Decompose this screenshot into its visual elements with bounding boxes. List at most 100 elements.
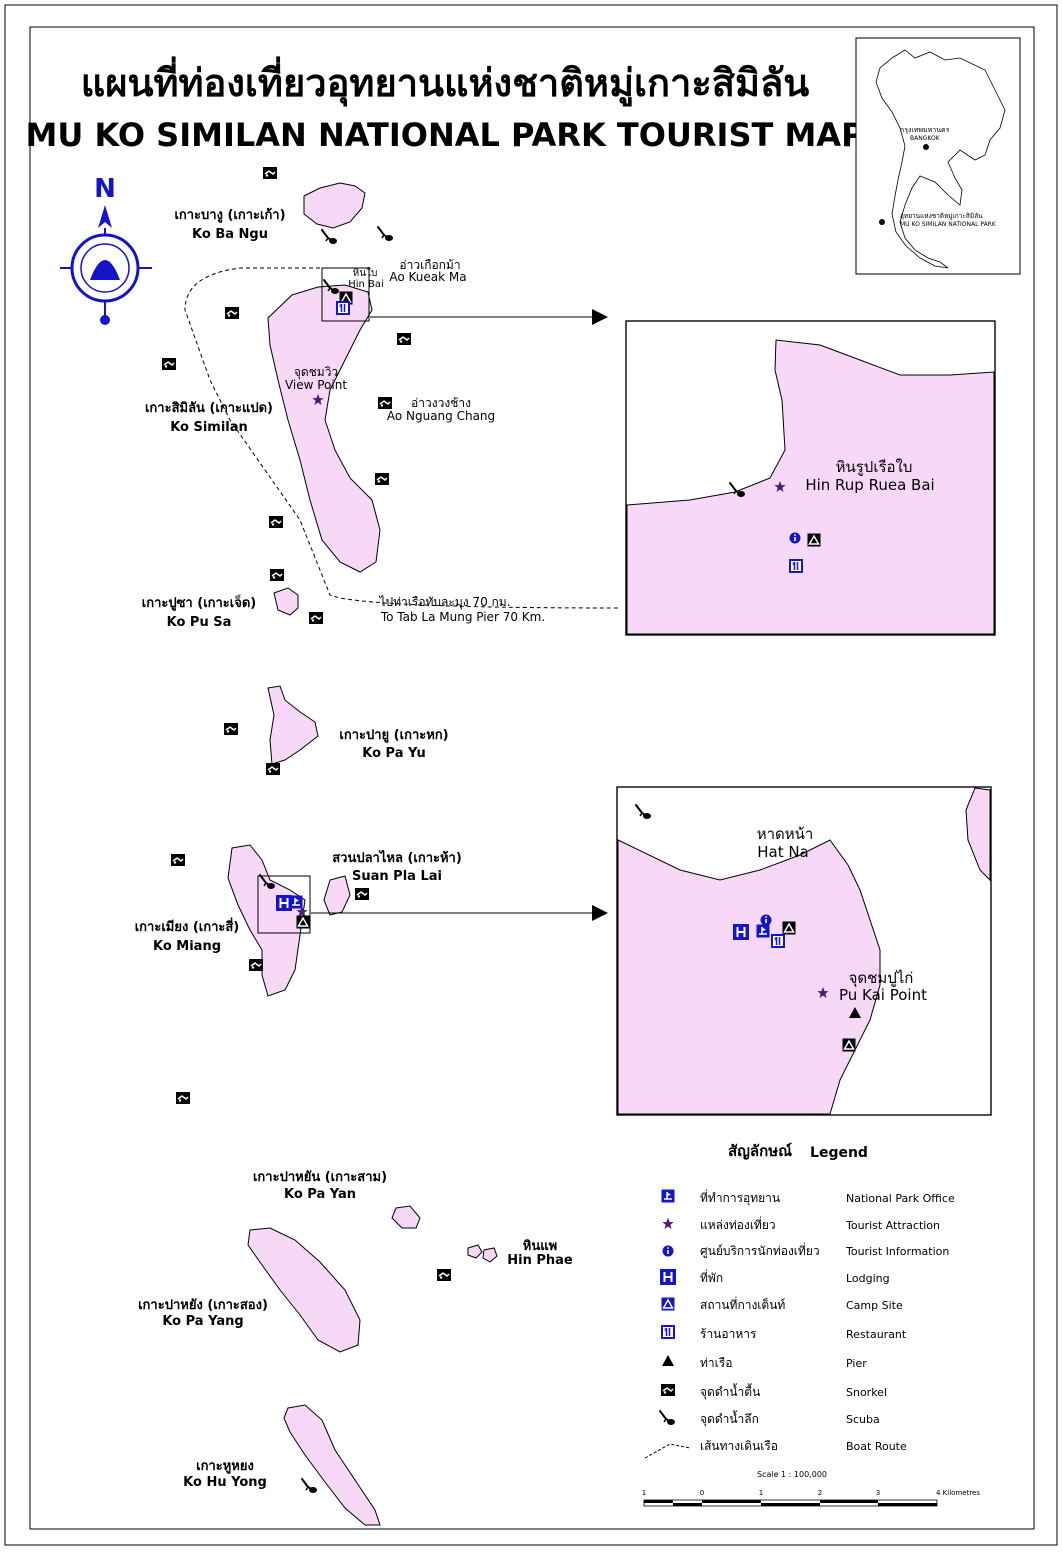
snorkel-icon [224, 306, 240, 320]
svg-text:อ่าวเกือกม้า: อ่าวเกือกม้า [399, 258, 460, 272]
svg-text:Snorkel: Snorkel [846, 1386, 887, 1399]
svg-text:แหล่งท่องเที่ยว: แหล่งท่องเที่ยว [700, 1216, 776, 1232]
island-ko-hu-yong [283, 1404, 381, 1526]
pier-icon [662, 1355, 674, 1366]
svg-text:หินแพ: หินแพ [523, 1239, 557, 1254]
lodging-icon [732, 923, 750, 941]
svg-text:Ko Hu Yong: Ko Hu Yong [183, 1475, 267, 1490]
thailand-outline [875, 49, 1006, 269]
place-labels: อ่าวเกือกม้า Ao Kueak Ma หินใบ Hin Bai จ… [285, 258, 935, 1004]
park-office-icon [660, 1188, 676, 1204]
svg-text:Lodging: Lodging [846, 1272, 890, 1285]
locator-map: กรุงเทพมหานคร BANGKOK อุทยานแห่งชาติหมู่… [855, 37, 1021, 275]
locator-bangkok-thai: กรุงเทพมหานคร [900, 126, 950, 134]
restaurant-icon [788, 558, 804, 574]
svg-text:3: 3 [876, 1489, 880, 1497]
svg-text:หินใบ: หินใบ [353, 267, 378, 279]
svg-text:สวนปลาไหล (เกาะห้า): สวนปลาไหล (เกาะห้า) [332, 849, 462, 866]
snorkel-icon [377, 396, 393, 410]
svg-text:1: 1 [759, 1489, 763, 1497]
svg-text:จุดชมวิว: จุดชมวิว [294, 365, 338, 380]
lodging-icon [659, 1268, 677, 1286]
camp-site-icon [660, 1296, 676, 1312]
svg-text:Ko Similan: Ko Similan [170, 420, 248, 435]
scuba-icon [659, 1410, 676, 1426]
svg-text:Ao Kueak Ma: Ao Kueak Ma [389, 270, 466, 284]
svg-text:0: 0 [700, 1489, 704, 1497]
snorkel-icon [308, 611, 324, 625]
island-ko-miang [227, 844, 306, 997]
svg-text:Tourist Attraction: Tourist Attraction [845, 1219, 940, 1232]
svg-text:Ko Ba Ngu: Ko Ba Ngu [192, 227, 268, 242]
legend: สัญลักษณ์ Legend ที่ทำการอุทยาน National… [644, 1142, 955, 1459]
svg-text:จุดดำน้ำตื้น: จุดดำน้ำตื้น [700, 1383, 760, 1400]
island-ko-similan [267, 284, 381, 573]
svg-text:เกาะปูซา (เกาะเจ็ด): เกาะปูซา (เกาะเจ็ด) [142, 593, 256, 611]
svg-text:จุดชมปูไก่: จุดชมปูไก่ [849, 969, 914, 988]
tourist-information-icon [760, 914, 772, 926]
restaurant-icon [660, 1324, 676, 1340]
svg-text:Restaurant: Restaurant [846, 1328, 907, 1341]
park-office-icon [755, 923, 771, 939]
title-english: MU KO SIMILAN NATIONAL PARK TOURIST MAP [25, 116, 864, 154]
map-frame [29, 26, 1035, 1530]
svg-text:Ko Pu Sa: Ko Pu Sa [167, 615, 232, 630]
snorkel-icon [660, 1383, 676, 1397]
svg-text:ที่พัก: ที่พัก [700, 1269, 723, 1285]
park-office-icon [288, 894, 304, 910]
camp-site-icon [781, 920, 797, 936]
svg-text:Hat Na: Hat Na [757, 843, 809, 861]
snorkel-icon [268, 515, 284, 529]
arrow-right-icon [592, 309, 608, 325]
legend-title-thai: สัญลักษณ์ [728, 1142, 792, 1160]
svg-text:Hin Phae: Hin Phae [507, 1253, 573, 1268]
svg-text:เกาะเมียง (เกาะสี่): เกาะเมียง (เกาะสี่) [135, 917, 240, 935]
svg-text:Ko Miang: Ko Miang [153, 939, 221, 954]
svg-text:เกาะปายู (เกาะหก): เกาะปายู (เกาะหก) [339, 728, 448, 743]
tourist-attraction-icon [662, 1218, 674, 1229]
scuba-icon [321, 229, 338, 245]
svg-text:View Point: View Point [285, 378, 347, 392]
snorkel-icon [354, 887, 370, 901]
snorkel-icon [265, 762, 281, 776]
island-ko-pa-yu [267, 685, 319, 765]
svg-text:Hin Bai: Hin Bai [348, 279, 384, 290]
callout-box-north [321, 267, 370, 322]
svg-text:จุดดำน้ำลึก: จุดดำน้ำลึก [700, 1410, 759, 1427]
svg-text:Suan Pla Lai: Suan Pla Lai [352, 869, 442, 884]
island-ko-ba-ngu [303, 182, 366, 229]
snorkel-icon [223, 722, 239, 736]
locator-bangkok-english: BANGKOK [910, 135, 941, 142]
svg-text:4 Kilometres: 4 Kilometres [936, 1489, 980, 1497]
inset-map-ko-miang [616, 786, 992, 1116]
island-suan-pla-lai [323, 875, 351, 916]
locator-park-thai: อุทยานแห่งชาติหมู่เกาะสิมิลัน [900, 212, 983, 220]
svg-text:Pu Kai Point: Pu Kai Point [839, 986, 927, 1004]
snorkel-icon [396, 332, 412, 346]
boat-route-icon [644, 1443, 691, 1459]
arrow-right-icon [592, 905, 608, 921]
emblem-icon [90, 260, 120, 280]
island-ko-pu-sa [273, 587, 299, 616]
snorkel-icon [170, 853, 186, 867]
svg-text:หินรูปเรือใบ: หินรูปเรือใบ [836, 458, 913, 476]
svg-text:Camp Site: Camp Site [846, 1299, 903, 1312]
scuba-icon [301, 1478, 318, 1494]
svg-text:ที่ทำการอุทยาน: ที่ทำการอุทยาน [700, 1189, 780, 1206]
svg-text:เกาะหูหยง: เกาะหูหยง [196, 1459, 254, 1474]
legend-title-english: Legend [810, 1145, 868, 1161]
snorkel-icon [175, 1091, 191, 1105]
svg-text:Hin Rup Ruea Bai: Hin Rup Ruea Bai [805, 476, 934, 494]
svg-text:Tourist Information: Tourist Information [845, 1245, 949, 1258]
svg-text:To Tab La Mung Pier 70 Km.: To Tab La Mung Pier 70 Km. [380, 610, 545, 624]
svg-text:Scuba: Scuba [846, 1413, 880, 1426]
snorkel-icon [436, 1268, 452, 1282]
locator-park-english: MU KO SIMILAN NATIONAL PARK [900, 221, 997, 228]
svg-text:Ao Nguang Chang: Ao Nguang Chang [387, 409, 495, 423]
title-thai: แผนที่ท่องเที่ยวอุทยานแห่งชาติหมู่เกาะสิ… [81, 56, 810, 107]
svg-text:1: 1 [642, 1489, 646, 1497]
svg-text:ท่าเรือ: ท่าเรือ [700, 1356, 732, 1370]
svg-text:Ko Pa Yang: Ko Pa Yang [162, 1314, 243, 1329]
svg-text:ศูนย์บริการนักท่องเที่ยว: ศูนย์บริการนักท่องเที่ยว [700, 1242, 820, 1259]
svg-text:หาดหน้า: หาดหน้า [757, 825, 814, 843]
